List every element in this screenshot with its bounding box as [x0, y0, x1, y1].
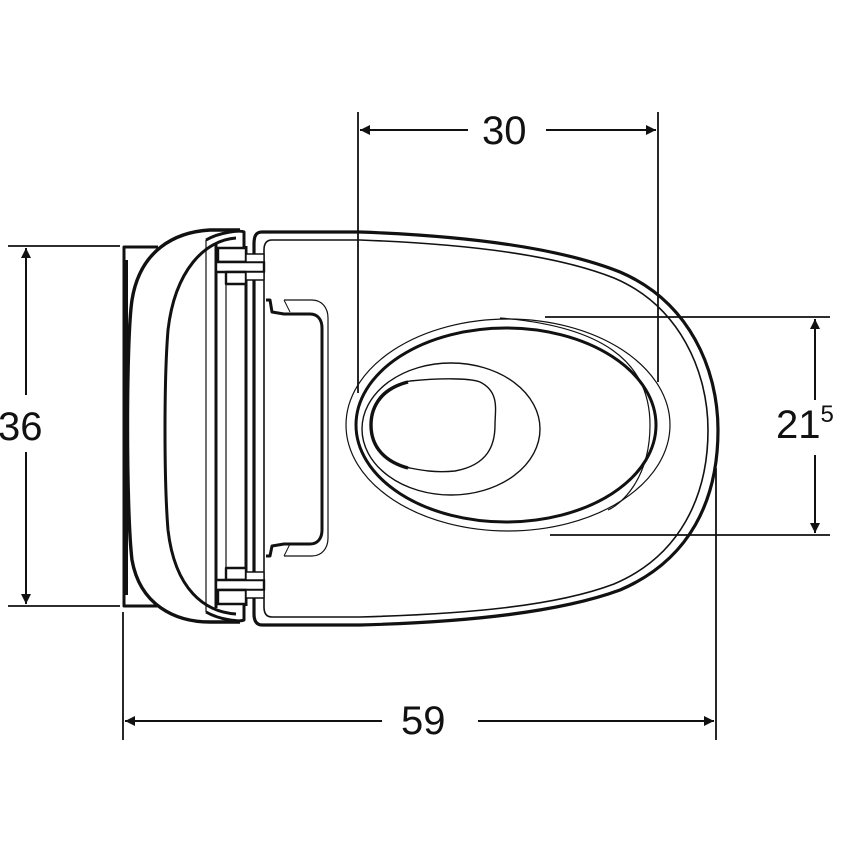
tank	[122, 228, 248, 624]
dimension-label-30: 30	[476, 111, 533, 151]
seat-step-outline	[266, 298, 324, 558]
dimension-label-21-5-main: 21	[776, 403, 821, 447]
seat-hinge-bottom	[214, 566, 266, 606]
seat-hinge-top	[214, 246, 266, 286]
dimension-label-21-5: 215	[774, 403, 836, 447]
bowl-rim-outer	[345, 318, 671, 532]
dimension-lines	[8, 112, 830, 740]
water-surface	[361, 362, 541, 496]
bowl-inner-outline	[263, 239, 709, 618]
seat-step-inner	[284, 299, 329, 557]
dimension-label-21-5-superscript: 5	[820, 401, 834, 428]
tank-inner-curve	[163, 236, 237, 616]
toilet-body	[252, 230, 720, 627]
bowl-rim-mid	[354, 326, 658, 524]
flush-outlet	[370, 378, 497, 473]
bowl-rim-inner	[499, 317, 651, 511]
dimension-label-59: 59	[395, 701, 452, 741]
bowl-outer-outline	[252, 230, 720, 627]
dimension-label-36: 36	[0, 407, 45, 447]
tank-outer-curve	[125, 228, 240, 624]
